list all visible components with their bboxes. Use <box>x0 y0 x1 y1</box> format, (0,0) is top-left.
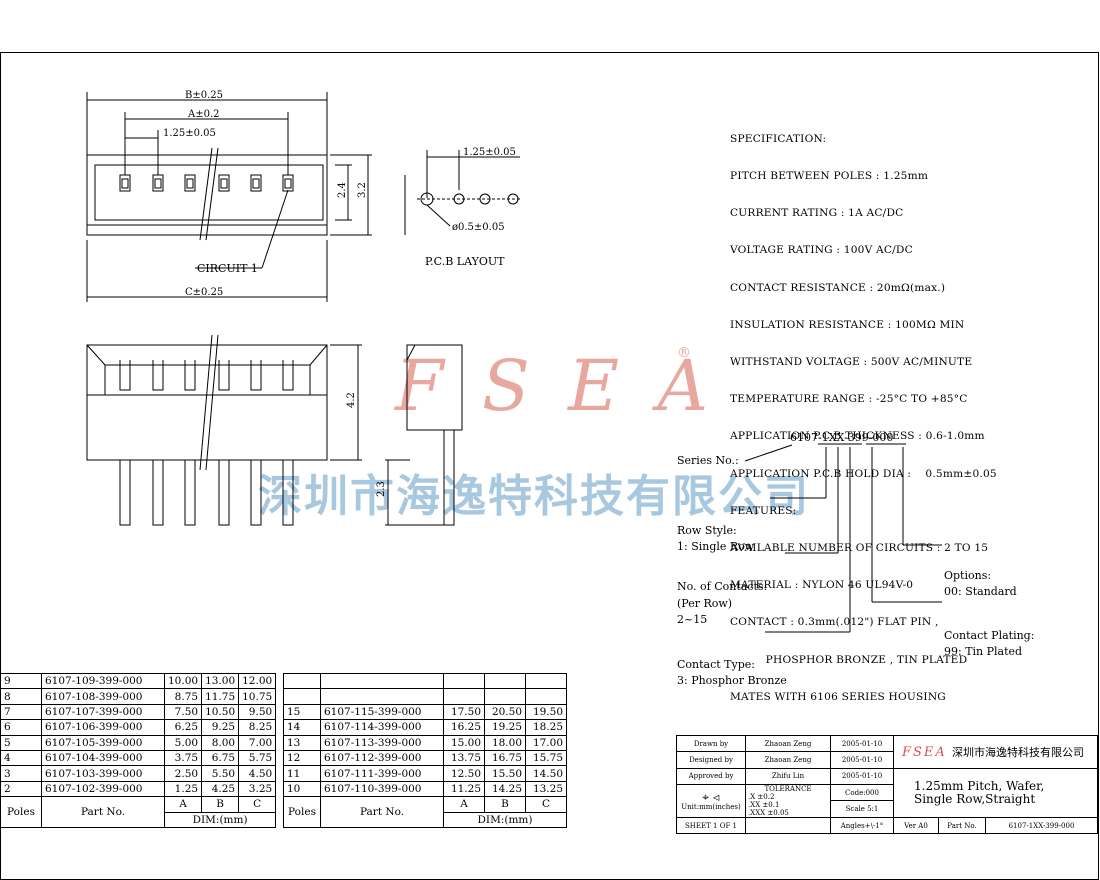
title-company: 深圳市海逸特科技有限公司 <box>952 745 1085 759</box>
svg-text:P.C.B LAYOUT: P.C.B LAYOUT <box>425 255 505 268</box>
options-label: Options:00: Standard <box>944 569 1017 598</box>
svg-text:CIRCUIT 1: CIRCUIT 1 <box>197 262 258 275</box>
contact-type-label: Contact Type:3: Phosphor Bronze <box>677 658 787 687</box>
svg-text:6107-1XX-399-000: 6107-1XX-399-000 <box>790 431 893 444</box>
table-header: DIM:(mm) <box>284 811 567 828</box>
svg-text:B±0.25: B±0.25 <box>185 90 223 101</box>
top-view-outline <box>86 154 328 236</box>
svg-text:C±0.25: C±0.25 <box>185 287 223 298</box>
svg-text:4.2: 4.2 <box>346 392 357 408</box>
title-logo: FSEA <box>902 744 947 760</box>
svg-text:A±0.2: A±0.2 <box>187 109 220 120</box>
svg-text:2.4: 2.4 <box>337 182 348 198</box>
svg-text:ø0.5±0.05: ø0.5±0.05 <box>452 222 505 233</box>
front-view-pins <box>119 360 294 526</box>
specification-block: SPECIFICATION: PITCH BETWEEN POLES : 1.2… <box>730 132 997 703</box>
series-label: Series No.: <box>677 454 739 467</box>
svg-text:3.2: 3.2 <box>357 182 368 198</box>
table-header: DIM:(mm) <box>1 811 277 828</box>
svg-text:1.25±0.05: 1.25±0.05 <box>163 128 216 139</box>
row-style-label: Row Style:1: Single Row <box>677 524 755 553</box>
title-block: Drawn by Zhaoan Zeng 2005-01-10 FSEA 深圳市… <box>676 734 1098 835</box>
plating-label: Contact Plating:99: Tin Plated <box>944 629 1035 658</box>
contacts-label: No. of Contacts:(Per Row)2~15 <box>677 580 768 626</box>
drawing-title-2: Single Row,Straight <box>914 791 1036 806</box>
drawing-title-1: 1.25mm Pitch, Wafer, <box>914 778 1045 793</box>
projection-icon: ⌖ ⊲ <box>702 789 720 804</box>
svg-text:2.3: 2.3 <box>376 481 387 497</box>
svg-text:1.25±0.05: 1.25±0.05 <box>463 147 516 158</box>
